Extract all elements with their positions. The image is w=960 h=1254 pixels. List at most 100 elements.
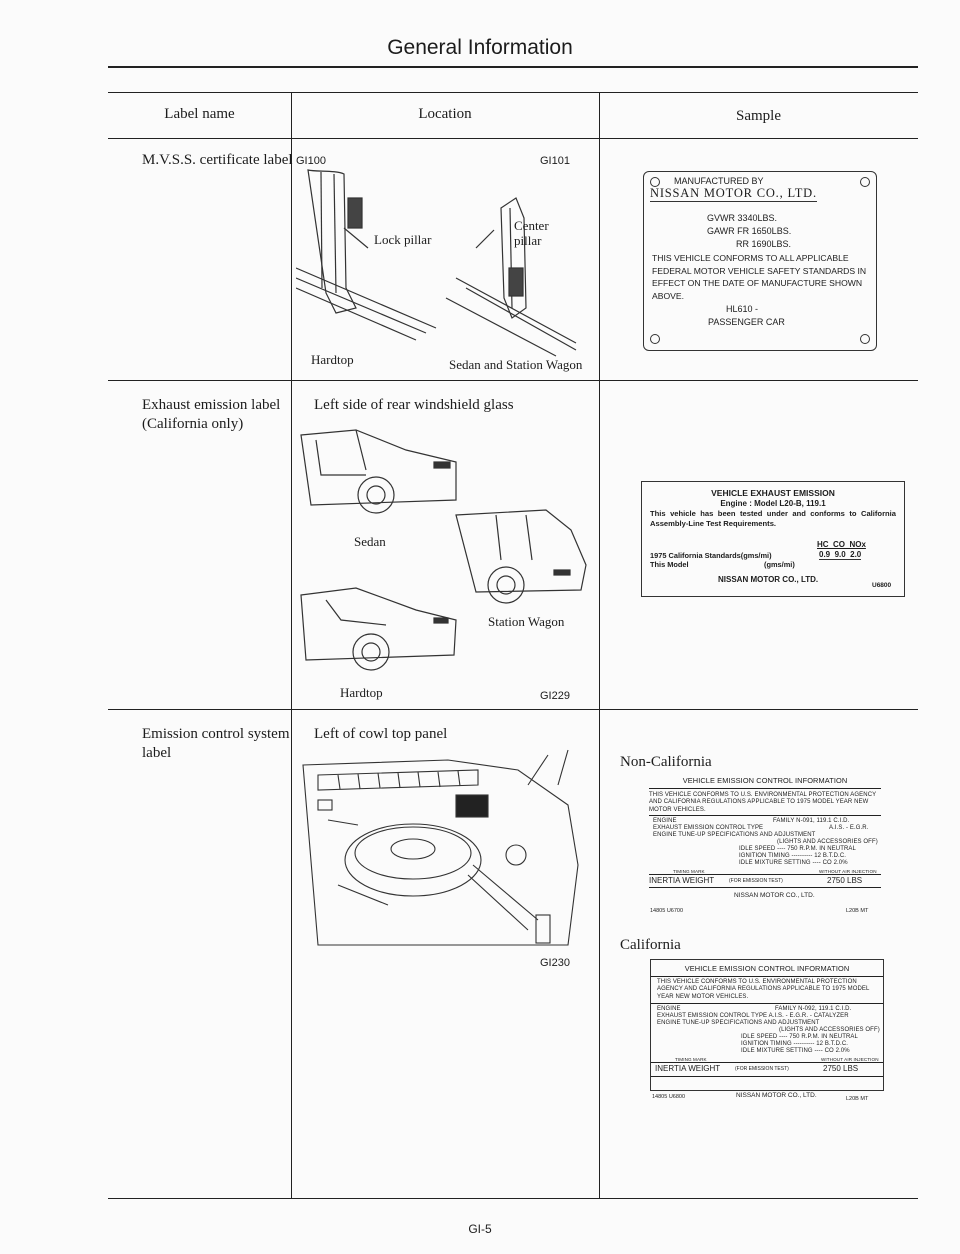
exhaust-value: A.I.S. - E.G.R. [829, 825, 869, 831]
label-code: U6800 [872, 582, 892, 589]
standard-values: 0.9 9.0 2.0 [819, 550, 862, 560]
vehicle-type: PASSENGER CAR [708, 317, 785, 327]
lights-line: (LIGHTS AND ACCESSORIES OFF) [779, 1027, 880, 1033]
label-title: VEHICLE EMISSION CONTROL INFORMATION [682, 776, 848, 785]
figure-code: GI101 [540, 155, 570, 167]
page-number: GI-5 [468, 1222, 492, 1236]
mvss-certificate-sample: MANUFACTURED BY NISSAN MOTOR CO., LTD. G… [643, 171, 877, 351]
rivet-icon [650, 334, 660, 344]
without-air: WITHOUT AIR INJECTION [821, 1057, 879, 1062]
idle-line: IDLE SPEED ---- 750 R.P.M. IN NEUTRAL [739, 846, 856, 852]
page-title: General Information [387, 36, 573, 59]
mixture-line: IDLE MIXTURE SETTING ---- CO 2.0% [739, 860, 848, 866]
figure-code: GI100 [296, 155, 326, 167]
label-rule [651, 1003, 883, 1004]
engine-bay-illustration [302, 749, 579, 946]
location-text: Left side of rear windshield glass [314, 397, 514, 413]
model-label: This Model [650, 560, 689, 569]
family-line: FAMILY N-092, 119.1 C.I.D. [775, 1006, 852, 1012]
column-divider [291, 92, 292, 1198]
ignition-line: IGNITION TIMING ---------- 12 B.T.D.C. [741, 1041, 849, 1047]
inertia-note: (FOR EMISSION TEST) [729, 878, 783, 884]
vehicle-caption: Station Wagon [488, 614, 565, 629]
label-rule [649, 815, 881, 816]
figure-caption: Sedan and Station Wagon [449, 357, 583, 372]
column-divider [599, 92, 600, 1198]
model-unit: (gms/mi) [764, 560, 795, 569]
row-divider [108, 380, 918, 381]
exhaust-line: EXHAUST EMISSION CONTROL TYPE A.I.S. - E… [657, 1013, 849, 1019]
figure-code: GI229 [540, 690, 570, 702]
test-statement: This vehicle has been tested under and c… [650, 509, 896, 528]
maker-line: MANUFACTURED BY [674, 176, 764, 186]
sample-heading: California [620, 937, 681, 953]
figure-caption: Hardtop [311, 352, 354, 367]
lock-pillar-label: Lock pillar [374, 232, 432, 247]
ignition-line: IGNITION TIMING ---------- 12 B.T.D.C. [739, 853, 847, 859]
maker-name: NISSAN MOTOR CO., LTD. [736, 1092, 817, 1099]
label-title: VEHICLE EMISSION CONTROL INFORMATION [684, 964, 850, 973]
engine-model: Engine : Model L20-B, 119.1 [720, 499, 826, 508]
pillar-illustration [296, 169, 577, 357]
exhaust-line: EXHAUST EMISSION CONTROL TYPE [653, 825, 764, 831]
label-code: L20B MT [846, 1096, 869, 1102]
cal-emission-sample: VEHICLE EMISSION CONTROL INFORMATION THI… [650, 959, 884, 1091]
inertia-note: (FOR EMISSION TEST) [735, 1066, 789, 1072]
family-line: FAMILY N-091, 119.1 C.I.D. [773, 818, 850, 824]
label-rule [649, 788, 881, 789]
column-header-location: Location [418, 106, 472, 122]
vehicle-caption: Hardtop [340, 685, 383, 700]
noncal-emission-sample: VEHICLE EMISSION CONTROL INFORMATION THI… [649, 776, 881, 886]
gawr-rear: RR 1690LBS. [736, 239, 792, 249]
tuneup-line: ENGINE TUNE-UP SPECIFICATIONS AND ADJUST… [657, 1020, 820, 1026]
label-rule [651, 1062, 883, 1063]
timing-mark: TIMING MARK [673, 869, 705, 874]
maker-name: NISSAN MOTOR CO., LTD. [718, 575, 819, 584]
conformity-text: THIS VEHICLE CONFORMS TO ALL APPLICABLE … [652, 253, 867, 301]
label-code: 14805 U6700 [650, 908, 684, 914]
vehicle-illustration [300, 429, 587, 671]
exhaust-emission-sample: VEHICLE EXHAUST EMISSION Engine : Model … [641, 481, 905, 597]
table-bottom-rule [108, 1198, 918, 1199]
pollutant-columns: HC CO NOx [817, 540, 866, 549]
tuneup-line: ENGINE TUNE-UP SPECIFICATIONS AND ADJUST… [653, 832, 816, 838]
label-rule [651, 1076, 883, 1077]
label-name-mvss: M.V.S.S. certificate label [142, 152, 293, 168]
idle-line: IDLE SPEED ---- 750 R.P.M. IN NEUTRAL [741, 1034, 858, 1040]
intro-text: THIS VEHICLE CONFORMS TO U.S. ENVIRONMEN… [649, 792, 877, 813]
rivet-icon [650, 177, 660, 187]
gvwr: GVWR 3340LBS. [707, 213, 778, 223]
figure-code: GI230 [540, 957, 570, 969]
vehicle-caption: Sedan [354, 534, 386, 549]
inertia-label: INERTIA WEIGHT [655, 1064, 721, 1073]
label-name-exhaust: Exhaust emission label (California only) [142, 397, 281, 432]
standard-label: 1975 California Standards(gms/mi) [650, 551, 772, 560]
inertia-label: INERTIA WEIGHT [649, 876, 715, 885]
rivet-icon [860, 177, 870, 187]
column-header-rule [108, 138, 918, 139]
lights-line: (LIGHTS AND ACCESSORIES OFF) [777, 839, 878, 845]
center-pillar-label: Center pillar [514, 218, 549, 248]
without-air: WITHOUT AIR INJECTION [819, 869, 877, 874]
engine-line: ENGINE [653, 818, 677, 824]
header-rule [108, 66, 918, 68]
engine-line: ENGINE [657, 1006, 681, 1012]
maker-name: NISSAN MOTOR CO., LTD. [650, 186, 817, 202]
row-divider [108, 709, 918, 710]
mixture-line: IDLE MIXTURE SETTING ---- CO 2.0% [741, 1048, 850, 1054]
label-rule [649, 887, 881, 888]
timing-mark: TIMING MARK [675, 1057, 707, 1062]
maker-name: NISSAN MOTOR CO., LTD. [734, 892, 815, 899]
table-top-rule [108, 92, 918, 93]
location-text: Left of cowl top panel [314, 726, 448, 742]
label-title: VEHICLE EXHAUST EMISSION [711, 488, 835, 498]
label-name-emission-control: Emission control system label [142, 726, 290, 761]
label-code: L20B MT [846, 908, 869, 914]
label-rule [649, 874, 881, 875]
model-code: HL610 - [726, 304, 759, 314]
inertia-value: 2750 LBS [827, 876, 863, 885]
sample-heading: Non-California [620, 754, 712, 770]
intro-text: THIS VEHICLE CONFORMS TO U.S. ENVIRONMEN… [657, 979, 870, 1000]
gawr-front: GAWR FR 1650LBS. [707, 226, 792, 236]
column-header-label: Label name [164, 106, 235, 122]
